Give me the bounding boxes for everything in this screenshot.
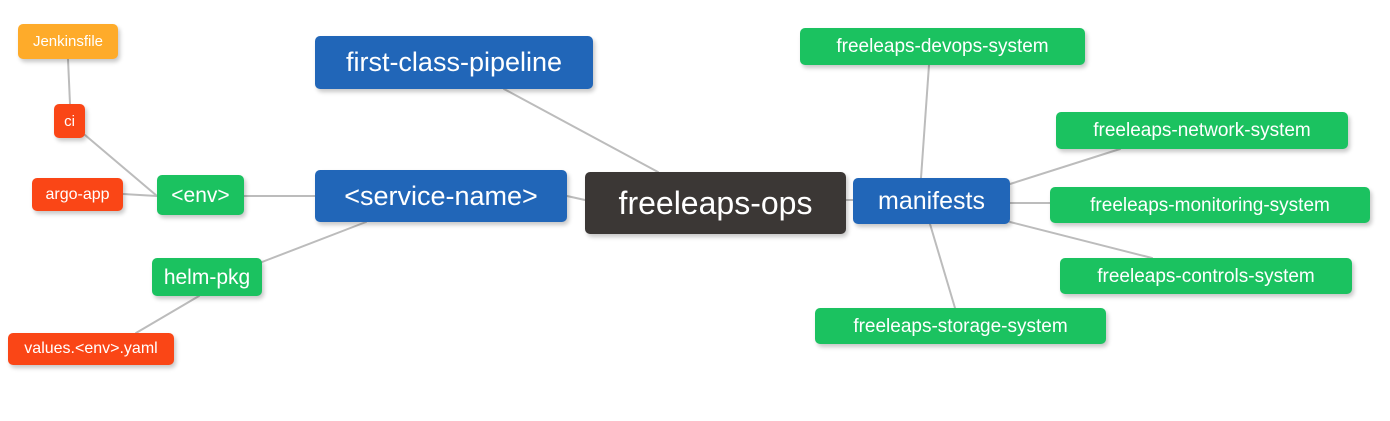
node-label-freeleaps-ops: freeleaps-ops: [618, 185, 813, 221]
node-label-freeleaps-monitoring-system: freeleaps-monitoring-system: [1090, 194, 1330, 216]
node-argo-app[interactable]: argo-app: [32, 178, 123, 211]
node-label-first-class-pipeline: first-class-pipeline: [345, 47, 563, 77]
node-label-freeleaps-controls-system: freeleaps-controls-system: [1097, 265, 1315, 287]
edge-manifests-to-freeleaps-controls-system: [1009, 221, 1153, 259]
node-freeleaps-network-system[interactable]: freeleaps-network-system: [1056, 112, 1348, 149]
edge-jenkinsfile-to-ci: [67, 58, 71, 105]
node-helm-pkg[interactable]: helm-pkg: [152, 258, 262, 296]
edge-first-class-pipeline-to-freeleaps-ops: [503, 88, 659, 173]
node-freeleaps-controls-system[interactable]: freeleaps-controls-system: [1060, 258, 1352, 294]
node-label-freeleaps-devops-system: freeleaps-devops-system: [836, 36, 1049, 57]
node-freeleaps-ops[interactable]: freeleaps-ops: [585, 172, 846, 234]
node-label-jenkinsfile: Jenkinsfile: [32, 33, 104, 50]
node-first-class-pipeline[interactable]: first-class-pipeline: [315, 36, 593, 89]
node-label-env: <env>: [171, 183, 230, 207]
node-ci[interactable]: ci: [54, 104, 85, 138]
node-label-ci: ci: [64, 112, 75, 130]
node-freeleaps-storage-system[interactable]: freeleaps-storage-system: [815, 308, 1106, 344]
edge-service-name-to-freeleaps-ops: [566, 195, 586, 201]
edge-argo-app-to-env: [122, 193, 158, 197]
node-label-manifests: manifests: [878, 186, 985, 215]
node-label-helm-pkg: helm-pkg: [163, 265, 251, 289]
node-label-service-name: <service-name>: [344, 180, 538, 211]
node-freeleaps-monitoring-system[interactable]: freeleaps-monitoring-system: [1050, 187, 1370, 223]
node-label-freeleaps-storage-system: freeleaps-storage-system: [853, 315, 1068, 337]
edge-helm-pkg-to-service-name: [261, 221, 367, 263]
node-values-env-yaml[interactable]: values.<env>.yaml: [8, 333, 174, 365]
node-env[interactable]: <env>: [157, 175, 244, 215]
edge-manifests-to-freeleaps-devops-system: [920, 64, 930, 179]
edge-values-env-yaml-to-helm-pkg: [135, 295, 200, 334]
node-label-freeleaps-network-system: freeleaps-network-system: [1093, 120, 1311, 141]
node-label-argo-app: argo-app: [45, 185, 110, 203]
edge-manifests-to-freeleaps-network-system: [1009, 148, 1121, 185]
node-label-values-env-yaml: values.<env>.yaml: [24, 340, 158, 357]
edge-manifests-to-freeleaps-storage-system: [929, 223, 956, 309]
node-manifests[interactable]: manifests: [853, 178, 1010, 224]
node-service-name[interactable]: <service-name>: [315, 170, 567, 222]
node-jenkinsfile[interactable]: Jenkinsfile: [18, 24, 118, 59]
node-freeleaps-devops-system[interactable]: freeleaps-devops-system: [800, 28, 1085, 65]
